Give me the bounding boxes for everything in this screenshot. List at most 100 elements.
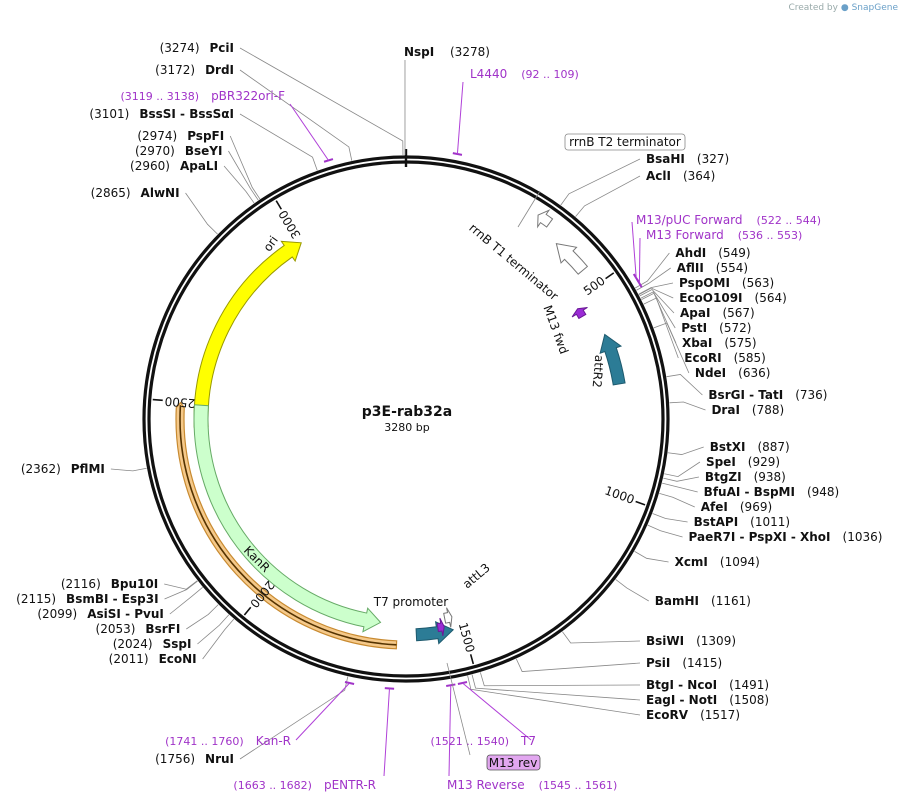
enzyme-position: (3274) (160, 41, 200, 55)
enzyme-name[interactable]: PciI (210, 41, 235, 55)
enzyme-leader (659, 492, 695, 508)
enzyme-name[interactable]: AflII (677, 261, 704, 275)
enzyme-name[interactable]: EagI - NotI (646, 693, 717, 707)
feature-label-attl3: attL3 (460, 561, 493, 592)
feature-m13-fwd[interactable] (571, 306, 588, 320)
enzyme-name[interactable]: BsrFI (145, 622, 180, 636)
feature-label-rrnb-t1-terminator: rrnB T1 terminator (466, 221, 561, 304)
primer-range: (1521 .. 1540) (430, 735, 509, 748)
enzyme-name[interactable]: EcoO109I (679, 291, 742, 305)
enzyme-leader (653, 322, 690, 374)
enzyme-name[interactable]: BstXI (710, 440, 746, 454)
enzyme-name[interactable]: BamHI (655, 594, 699, 608)
enzyme-position: (2362) (21, 462, 61, 476)
enzyme-name[interactable]: SpeI (706, 455, 736, 469)
orf-arrow[interactable] (175, 401, 398, 650)
primer-name[interactable]: pBR322ori-F (211, 89, 285, 103)
feature-label-m13-fwd: M13 fwd (540, 303, 571, 356)
enzyme-name[interactable]: AfeI (701, 500, 728, 514)
enzyme-leader (638, 287, 674, 299)
enzyme-leader (223, 165, 255, 204)
enzyme-name[interactable]: AsiSI - PvuI (87, 607, 164, 621)
enzyme-name[interactable]: BtgZI (705, 470, 742, 484)
feature-kanr[interactable] (193, 404, 382, 633)
enzyme-name[interactable]: ApaI (680, 306, 710, 320)
scale-tick-label: 3000 (276, 208, 304, 241)
enzyme-name[interactable]: AhdI (675, 246, 706, 260)
enzyme-leader (560, 158, 641, 206)
enzyme-position: (2960) (130, 159, 170, 173)
enzyme-name[interactable]: Bpu10I (111, 577, 158, 591)
enzyme-position: (2024) (113, 637, 153, 651)
enzyme-leader (634, 550, 669, 563)
enzyme-position: (2974) (137, 129, 177, 143)
primer-binding-mark (344, 681, 355, 685)
primer-range: (1663 .. 1682) (233, 779, 312, 792)
enzyme-name[interactable]: DrdI (205, 63, 234, 77)
primer-leader (456, 81, 464, 154)
enzyme-leader (575, 175, 641, 217)
enzyme-name[interactable]: BssSI - BssSαI (139, 107, 234, 121)
enzyme-leader (471, 674, 641, 701)
credit-prefix: Created by (788, 3, 838, 13)
feature-attr2[interactable] (599, 333, 626, 386)
enzyme-name[interactable]: ApaLI (180, 159, 218, 173)
enzyme-name[interactable]: BsrGI - TatI (708, 388, 783, 402)
primer-name[interactable]: L4440 (470, 67, 507, 81)
enzyme-name[interactable]: DraI (711, 403, 739, 417)
enzyme-name[interactable]: EcoRV (646, 708, 689, 722)
enzyme-name[interactable]: BtgI - NcoI (646, 678, 717, 692)
enzyme-leader (110, 467, 147, 472)
primer-binding-mark (384, 687, 395, 690)
enzyme-name[interactable]: PsiI (646, 656, 670, 670)
primer-range: (536 .. 553) (738, 229, 803, 242)
enzyme-name[interactable]: PaeR7I - PspXI - XhoI (689, 530, 831, 544)
feature-ori[interactable] (193, 240, 302, 428)
enzyme-name[interactable]: PspFI (187, 129, 224, 143)
primer-range: (1741 .. 1760) (165, 735, 244, 748)
primer-name[interactable]: M13/pUC Forward (636, 213, 743, 227)
primer-range: (522 .. 544) (757, 214, 822, 227)
primer-name[interactable]: T7 (520, 734, 536, 748)
plasmid-name: p3E-rab32a (362, 404, 452, 420)
primer-leader (289, 103, 329, 161)
enzyme-position: (1517) (700, 708, 740, 722)
enzyme-name[interactable]: NdeI (695, 366, 726, 380)
enzyme-name[interactable]: AlwNI (141, 186, 180, 200)
scale-tick-label: 1500 (456, 621, 478, 654)
enzyme-position: (3172) (155, 63, 195, 77)
enzyme-name[interactable]: NspI (404, 45, 434, 59)
orf-center-line (179, 405, 397, 646)
primer-name[interactable]: Kan-R (256, 734, 291, 748)
primer-name[interactable]: pENTR-R (324, 778, 376, 792)
primer-name[interactable]: M13 Reverse (447, 778, 525, 792)
enzyme-position: (2115) (16, 592, 56, 606)
feature-t7-promoter[interactable] (443, 607, 453, 628)
enzyme-name[interactable]: EcoNI (159, 652, 197, 666)
enzyme-name[interactable]: EcoRI (684, 351, 721, 365)
enzyme-name[interactable]: PstI (681, 321, 707, 335)
enzyme-name[interactable]: BfuAI - BspMI (704, 485, 795, 499)
enzyme-name[interactable]: PflMI (71, 462, 105, 476)
feature-m13-rev[interactable] (436, 617, 445, 636)
enzyme-name[interactable]: BsiWI (646, 634, 684, 648)
primer-name[interactable]: M13 Forward (646, 228, 724, 242)
feature-rrnb-t2-terminator[interactable] (537, 209, 554, 229)
enzyme-name[interactable]: NruI (205, 752, 234, 766)
enzyme-leader (164, 580, 198, 600)
enzyme-position: (572) (719, 321, 751, 335)
feature-layer (193, 209, 626, 645)
enzyme-name[interactable]: XbaI (682, 336, 712, 350)
feature-rrnb-t1-terminator[interactable] (555, 243, 589, 275)
feature-attl3[interactable] (415, 621, 455, 645)
enzyme-name[interactable]: AclI (646, 169, 671, 183)
enzyme-name[interactable]: XcmI (675, 555, 708, 569)
enzyme-name[interactable]: BsmBI - Esp3I (66, 592, 158, 606)
enzyme-name[interactable]: BstAPI (694, 515, 739, 529)
enzyme-name[interactable]: PspOMI (679, 276, 730, 290)
primer-binding-mark (323, 158, 334, 163)
enzyme-name[interactable]: BsaHI (646, 152, 685, 166)
feature-label-rrnb-t2-terminator: rrnB T2 terminator (569, 135, 681, 149)
enzyme-name[interactable]: BseYI (185, 144, 223, 158)
enzyme-name[interactable]: SspI (163, 637, 192, 651)
